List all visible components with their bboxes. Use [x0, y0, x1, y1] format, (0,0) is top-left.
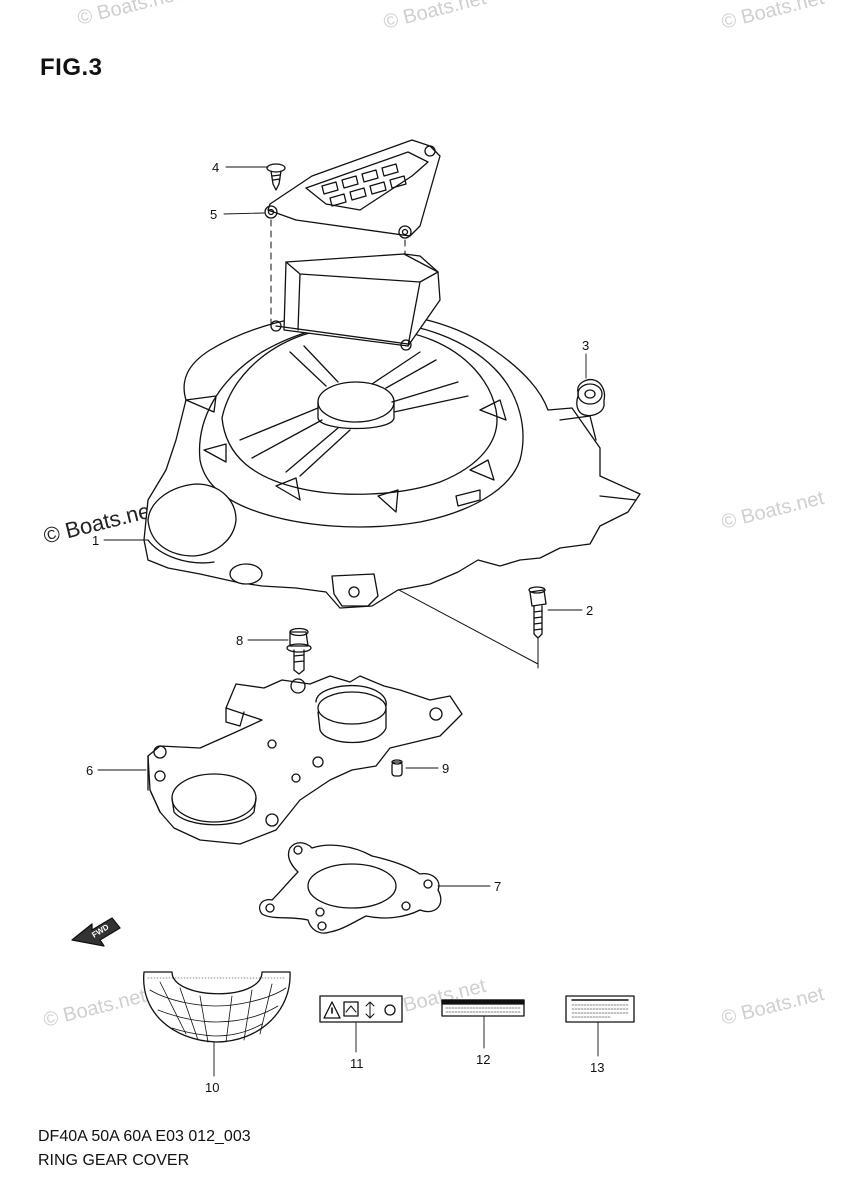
- callout-8: 8: [236, 633, 243, 648]
- decal-shield-part-10: [143, 971, 291, 1043]
- bolt-part-2: [528, 586, 547, 639]
- label-part-12: [441, 999, 525, 1017]
- grommet-part-3: [576, 378, 606, 417]
- dowel-pin-part-9: [391, 759, 403, 777]
- callout-9: 9: [442, 761, 449, 776]
- forward-arrow-icon: [71, 917, 121, 947]
- gasket-part-7: [258, 842, 442, 934]
- callout-7: 7: [494, 879, 501, 894]
- warning-label-part-11: [319, 995, 403, 1023]
- callout-12: 12: [476, 1052, 490, 1067]
- label-part-13: [565, 995, 635, 1023]
- mounting-plate-part-6: [147, 675, 463, 845]
- callout-3: 3: [582, 338, 589, 353]
- callout-4: 4: [212, 160, 219, 175]
- figure-title: FIG.3: [40, 54, 103, 81]
- screw-part-4: [266, 163, 286, 191]
- callout-11: 11: [350, 1056, 364, 1071]
- leader-lines: [97, 166, 599, 1077]
- callout-6: 6: [86, 763, 93, 778]
- figure-name: RING GEAR COVER: [38, 1152, 190, 1169]
- intake-cover-part-5: [264, 139, 441, 239]
- callout-1: 1: [92, 533, 99, 548]
- callout-2: 2: [586, 603, 593, 618]
- bolt-part-8: [286, 627, 312, 675]
- callout-10: 10: [205, 1080, 219, 1095]
- callout-numbers: 4 5 3 1 2 8 6 9 7 10 11 12 13: [86, 160, 604, 1095]
- ring-gear-cover-part-1: [143, 253, 641, 609]
- figure-code: DF40A 50A 60A E03 012_003: [38, 1128, 251, 1145]
- callout-13: 13: [590, 1060, 604, 1075]
- callout-5: 5: [210, 207, 217, 222]
